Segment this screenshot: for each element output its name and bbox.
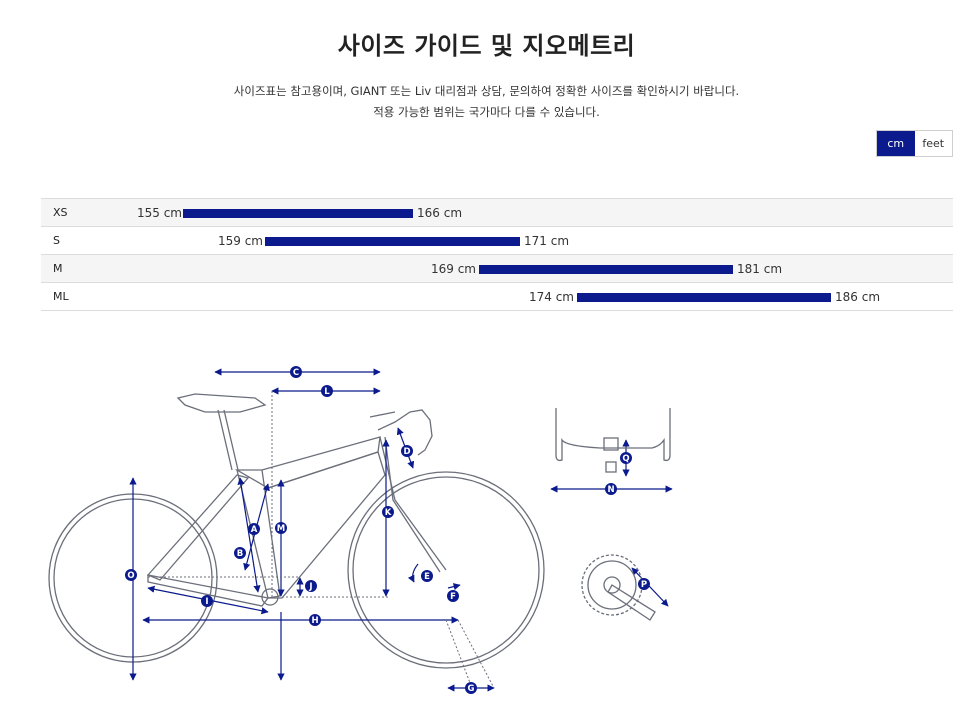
height-min: 155 cm xyxy=(136,206,182,220)
svg-text:P: P xyxy=(641,580,647,590)
size-label: XS xyxy=(53,206,68,219)
height-range-bar xyxy=(265,237,520,246)
label-n: N xyxy=(605,483,617,495)
label-k: K xyxy=(382,506,394,518)
size-label: S xyxy=(53,234,60,247)
size-row-ml: ML 174 cm 186 cm xyxy=(41,283,953,311)
size-row-m: M 169 cm 181 cm xyxy=(41,255,953,283)
height-max: 166 cm xyxy=(417,206,463,220)
bike-illustration xyxy=(48,393,545,669)
svg-text:E: E xyxy=(424,572,430,582)
label-c: C xyxy=(290,366,302,378)
svg-text:O: O xyxy=(127,571,134,581)
seat-tube xyxy=(236,469,281,599)
svg-text:F: F xyxy=(450,592,456,602)
label-h: H xyxy=(309,614,321,626)
label-m: M xyxy=(275,522,287,534)
geometry-labels: C L D A B M K J O I H E F G Q N P xyxy=(125,366,650,694)
handlebar xyxy=(377,409,433,456)
height-max: 171 cm xyxy=(524,234,570,248)
page-title: 사이즈 가이드 및 지오메트리 xyxy=(337,32,636,60)
bike-geometry-diagram: C L D A B M K J O I H E F G Q N P xyxy=(48,366,673,694)
svg-text:B: B xyxy=(237,549,243,559)
label-g: G xyxy=(465,682,477,694)
label-i: I xyxy=(201,595,213,607)
label-l: L xyxy=(321,385,333,397)
svg-text:L: L xyxy=(324,387,330,397)
svg-text:A: A xyxy=(251,525,258,535)
svg-text:H: H xyxy=(311,616,318,626)
size-label: ML xyxy=(53,290,69,303)
height-min: 174 cm xyxy=(528,290,574,304)
svg-text:Q: Q xyxy=(622,454,629,464)
dimension-lines xyxy=(129,368,673,692)
fork xyxy=(379,436,447,571)
saddle xyxy=(176,393,267,413)
label-p: P xyxy=(638,578,650,590)
label-f: F xyxy=(447,590,459,602)
label-o: O xyxy=(125,569,137,581)
unit-cm-button[interactable]: cm xyxy=(877,131,915,156)
label-e: E xyxy=(421,570,433,582)
unit-toggle: cm feet xyxy=(876,130,953,157)
seat-post xyxy=(217,409,239,471)
size-row-xs: XS 155 cm 166 cm xyxy=(41,199,953,227)
height-range-bar xyxy=(183,209,413,218)
front-wheel xyxy=(347,471,545,669)
svg-text:G: G xyxy=(468,684,475,694)
height-range-bar xyxy=(479,265,733,274)
svg-text:I: I xyxy=(205,597,208,607)
size-label: M xyxy=(53,262,63,275)
label-d: D xyxy=(401,445,413,457)
label-q: Q xyxy=(620,452,632,464)
size-chart: XS 155 cm 166 cm S 159 cm 171 cm M 169 c… xyxy=(41,198,953,311)
svg-text:C: C xyxy=(293,368,299,378)
svg-text:J: J xyxy=(308,582,312,592)
height-max: 186 cm xyxy=(835,290,881,304)
height-min: 169 cm xyxy=(430,262,476,276)
size-guide-note: 적용 가능한 범위는 국가마다 다를 수 있습니다. xyxy=(373,105,600,119)
size-guide-description: 사이즈표는 참고용이며, GIANT 또는 Liv 대리점과 상담, 문의하여 … xyxy=(233,84,740,98)
handlebar-front-view xyxy=(555,408,671,473)
label-a: A xyxy=(248,523,260,535)
size-row-s: S 159 cm 171 cm xyxy=(41,227,953,255)
label-b: B xyxy=(234,547,246,559)
svg-text:D: D xyxy=(403,447,410,457)
height-max: 181 cm xyxy=(737,262,783,276)
height-range-bar xyxy=(577,293,831,302)
svg-text:M: M xyxy=(277,524,285,534)
top-tube xyxy=(234,436,381,489)
label-j: J xyxy=(305,580,317,592)
svg-text:N: N xyxy=(607,485,614,495)
svg-text:K: K xyxy=(385,508,392,518)
seat-stay xyxy=(146,474,250,581)
unit-feet-button[interactable]: feet xyxy=(914,131,952,156)
height-min: 159 cm xyxy=(217,234,263,248)
